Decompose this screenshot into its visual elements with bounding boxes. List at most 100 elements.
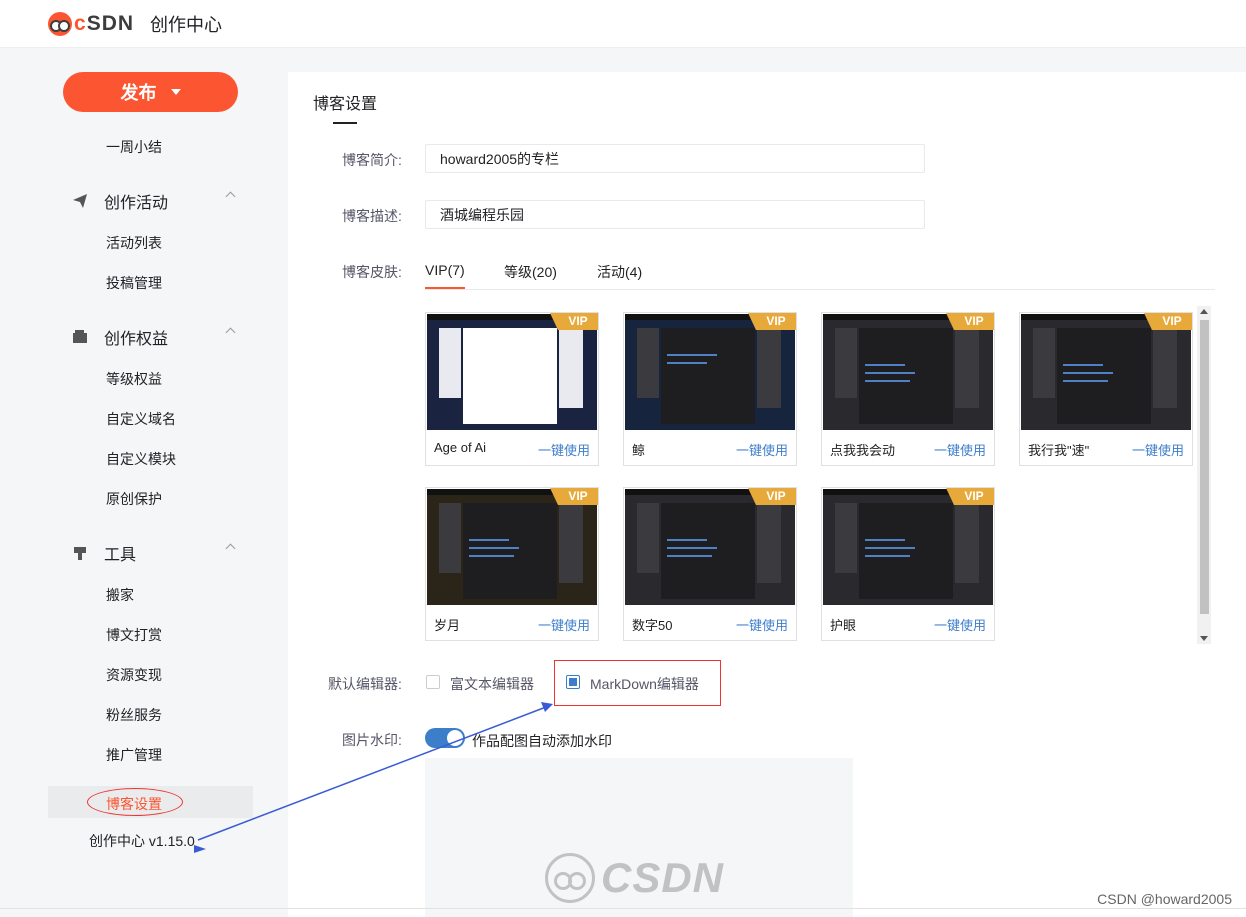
apply-skin-link[interactable]: 一键使用 xyxy=(1131,443,1184,458)
sidebar-group-rights[interactable]: 创作权益 xyxy=(72,325,242,349)
sidebar-item-monetization[interactable]: 资源变现 xyxy=(106,667,162,683)
sidebar-item-custom-domain[interactable]: 自定义域名 xyxy=(106,411,176,427)
skin-thumbnail xyxy=(625,489,795,605)
tab-vip[interactable]: VIP(7) xyxy=(425,262,465,278)
publish-button[interactable]: 发布 xyxy=(63,72,238,112)
skin-thumbnail xyxy=(823,489,993,605)
vip-badge: VIP xyxy=(550,313,598,330)
skin-thumbnail xyxy=(427,489,597,605)
main-panel: 博客设置 博客简介: 博客描述: 博客皮肤: VIP(7) 等级(20) 活动(… xyxy=(288,72,1246,917)
blog-intro-input[interactable] xyxy=(425,144,925,173)
top-bar: cSDN 创作中心 xyxy=(0,0,1246,48)
watermark-preview: CSDN xyxy=(425,758,853,917)
skin-card[interactable]: VIP 护眼 一键使用 xyxy=(821,487,995,641)
rich-text-editor-label[interactable]: 富文本编辑器 xyxy=(450,676,534,692)
skin-card[interactable]: VIP Age of Ai 一键使用 xyxy=(425,312,599,466)
watermark-toggle-text: 作品配图自动添加水印 xyxy=(472,733,612,749)
annotation-box xyxy=(554,660,721,706)
editor-label: 默认编辑器: xyxy=(328,676,402,692)
rich-text-editor-checkbox[interactable] xyxy=(426,675,440,689)
skin-card[interactable]: VIP 点我我会动 一键使用 xyxy=(821,312,995,466)
logo-text: cSDN xyxy=(74,11,135,35)
skin-name: 鲸 xyxy=(632,443,646,458)
sidebar-group-tools[interactable]: 工具 xyxy=(72,541,242,565)
version-label: 创作中心 v1.15.0 xyxy=(89,833,195,849)
apply-skin-link[interactable]: 一键使用 xyxy=(537,443,590,458)
sidebar-group-label: 创作活动 xyxy=(104,195,169,212)
skin-tabs: VIP(7) 等级(20) 活动(4) xyxy=(425,258,1215,290)
sidebar-item-custom-module[interactable]: 自定义模块 xyxy=(106,451,176,467)
tab-activity[interactable]: 活动(4) xyxy=(597,264,643,280)
wallet-icon xyxy=(73,330,87,343)
intro-label: 博客简介: xyxy=(342,152,402,168)
sidebar-item-submissions[interactable]: 投稿管理 xyxy=(106,275,162,291)
author-watermark: CSDN @howard2005 xyxy=(1097,891,1232,907)
skin-label: 博客皮肤: xyxy=(342,264,402,280)
sidebar: 发布 xyxy=(0,48,288,917)
watermark-label: 图片水印: xyxy=(342,732,402,748)
sidebar-item-rewards[interactable]: 博文打赏 xyxy=(106,627,162,643)
annotation-circle xyxy=(87,788,183,816)
skin-name: 数字50 xyxy=(632,618,673,633)
vip-badge: VIP xyxy=(748,488,796,505)
watermark-toggle[interactable] xyxy=(425,728,465,748)
publish-label: 发布 xyxy=(120,83,157,103)
skin-thumbnail xyxy=(427,314,597,430)
skin-name: 岁月 xyxy=(434,618,461,633)
markdown-editor-checkbox[interactable] xyxy=(566,675,580,689)
sidebar-group-activity[interactable]: 创作活动 xyxy=(72,189,242,213)
apply-skin-link[interactable]: 一键使用 xyxy=(933,618,986,633)
apply-skin-link[interactable]: 一键使用 xyxy=(735,443,788,458)
apply-skin-link[interactable]: 一键使用 xyxy=(933,443,986,458)
sidebar-item-weekly-summary[interactable]: 一周小结 xyxy=(106,139,162,155)
skin-card[interactable]: VIP 数字50 一键使用 xyxy=(623,487,797,641)
csdn-logo[interactable]: cSDN xyxy=(48,11,135,36)
blog-desc-input[interactable] xyxy=(425,200,925,229)
skin-grid: VIP Age of Ai 一键使用 VIP 鲸 一键使用 VIP 点我我会动 … xyxy=(425,306,1217,644)
scrollbar-thumb[interactable] xyxy=(1200,320,1209,614)
scroll-down-icon[interactable] xyxy=(1200,636,1208,641)
title-underline xyxy=(333,122,357,124)
tab-level[interactable]: 等级(20) xyxy=(504,264,557,280)
sidebar-group-label: 工具 xyxy=(104,547,137,564)
desc-label: 博客描述: xyxy=(342,208,402,224)
vip-badge: VIP xyxy=(946,488,994,505)
paper-plane-icon xyxy=(73,194,87,208)
chevron-up-icon xyxy=(225,191,236,202)
scroll-up-icon[interactable] xyxy=(1200,309,1208,314)
sidebar-item-level-rights[interactable]: 等级权益 xyxy=(106,371,162,387)
skin-thumbnail xyxy=(823,314,993,430)
skin-name: 点我我会动 xyxy=(830,443,896,458)
vip-badge: VIP xyxy=(946,313,994,330)
skin-thumbnail xyxy=(625,314,795,430)
chevron-up-icon xyxy=(225,543,236,554)
vip-badge: VIP xyxy=(748,313,796,330)
vip-badge: VIP xyxy=(550,488,598,505)
skin-card[interactable]: VIP 岁月 一键使用 xyxy=(425,487,599,641)
sidebar-group-label: 创作权益 xyxy=(104,331,169,348)
markdown-editor-label[interactable]: MarkDown编辑器 xyxy=(590,676,699,692)
bottom-divider xyxy=(0,908,1246,909)
apply-skin-link[interactable]: 一键使用 xyxy=(537,618,590,633)
page-title: 博客设置 xyxy=(313,96,378,113)
skin-card[interactable]: VIP 鲸 一键使用 xyxy=(623,312,797,466)
csdn-mascot-icon xyxy=(48,11,72,36)
sidebar-item-activity-list[interactable]: 活动列表 xyxy=(106,235,162,251)
sidebar-item-fan-service[interactable]: 粉丝服务 xyxy=(106,707,162,723)
skin-name: Age of Ai xyxy=(434,440,487,455)
sidebar-item-promotion[interactable]: 推广管理 xyxy=(106,747,162,763)
chevron-up-icon xyxy=(225,327,236,338)
sidebar-item-original-protection[interactable]: 原创保护 xyxy=(106,491,162,507)
csdn-mascot-icon xyxy=(545,853,595,903)
vip-badge: VIP xyxy=(1144,313,1192,330)
watermark-logo: CSDN xyxy=(545,853,724,903)
skin-card[interactable]: VIP 我行我"速" 一键使用 xyxy=(1019,312,1193,466)
sidebar-item-migration[interactable]: 搬家 xyxy=(106,587,134,603)
caret-down-icon xyxy=(170,89,181,95)
skin-name: 护眼 xyxy=(830,618,857,633)
skin-grid-scrollbar[interactable] xyxy=(1197,306,1211,644)
apply-skin-link[interactable]: 一键使用 xyxy=(735,618,788,633)
tool-icon xyxy=(74,547,86,560)
header-title: 创作中心 xyxy=(150,14,223,35)
active-tab-indicator xyxy=(425,287,465,289)
